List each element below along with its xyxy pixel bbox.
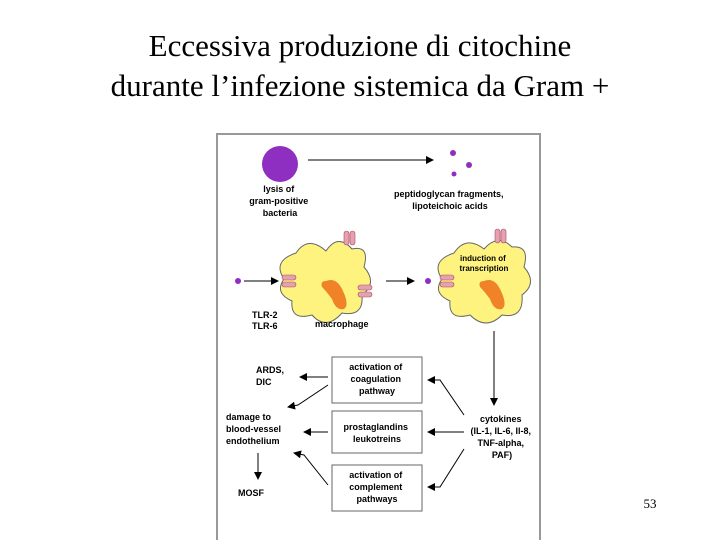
induction-label-2: transcription <box>460 264 509 273</box>
gram-positive-bacterium <box>262 146 298 182</box>
ligand-dot-bound <box>425 278 431 284</box>
cytokine-to-coagulation-arrow <box>427 376 465 416</box>
fragments-label-1: peptidoglycan fragments, <box>394 189 504 199</box>
svg-text:activation of coagulatio: activation of coagulation pathway <box>349 362 405 396</box>
damage-label-1: damage to <box>226 412 272 422</box>
mosf-label: MOSF <box>238 488 265 498</box>
coagulation-label-2: coagulation <box>350 374 401 384</box>
coagulation-label-1: activation of <box>349 362 403 372</box>
cytokines-label-4: PAF) <box>492 450 512 460</box>
coagulation-label-3: pathway <box>359 386 395 396</box>
macrophage-label: macrophage <box>315 319 369 329</box>
cytokines-label-3: TNF-alpha, <box>477 438 524 448</box>
svg-text:damage to blood-vessel: damage to blood-vessel endothelium <box>226 412 284 446</box>
coagulation-box <box>331 356 423 404</box>
svg-text:lysis of gram-positive: lysis of gram-positive bacteria <box>249 184 311 218</box>
fragments-label-2: lipoteichoic acids <box>412 201 488 211</box>
svg-text:cytokines (IL-1, IL-6, I: cytokines (IL-1, IL-6, Il-8, TNF-alpha, … <box>470 414 533 460</box>
lysis-label-1: lysis of <box>263 184 295 194</box>
svg-text:peptidoglycan fragments,: peptidoglycan fragments, lipoteichoic ac… <box>394 189 506 211</box>
svg-text:ARDS, DIC: ARDS, DIC <box>256 365 287 387</box>
slide-title: Eccessiva produzione di citochine durant… <box>0 26 720 106</box>
complement-to-damage-arrow <box>293 450 329 486</box>
tlr-label-2: TLR-6 <box>252 321 278 331</box>
svg-text:activation of complement: activation of complement pathways <box>349 470 405 504</box>
complement-label-1: activation of <box>349 470 403 480</box>
cytokines-label-2: (IL-1, IL-6, Il-8, <box>470 426 531 436</box>
prostaglandins-box <box>331 410 423 454</box>
macrophage-right <box>437 228 531 324</box>
svg-text:induction of transcripti: induction of transcription <box>460 254 509 273</box>
cytokine-diagram: lysis of gram-positive bacteria peptidog… <box>216 133 541 540</box>
svg-text:TLR-2 TLR-6: TLR-2 TLR-6 <box>252 310 280 331</box>
title-line-2: durante l’infezione sistemica da Gram + <box>110 68 610 103</box>
prostaglandins-label-2: leukotreins <box>353 434 401 444</box>
cytokines-label-1: cytokines <box>480 414 522 424</box>
complement-label-2: complement <box>349 482 402 492</box>
page-number: 53 <box>643 496 657 511</box>
damage-label-3: endothelium <box>226 436 280 446</box>
svg-text:prostaglandins leukotrei: prostaglandins leukotreins <box>343 422 410 444</box>
tlr-label-1: TLR-2 <box>252 310 278 320</box>
damage-label-2: blood-vessel <box>226 424 281 434</box>
complement-box <box>331 464 423 512</box>
cytokine-to-complement-arrow <box>427 448 465 491</box>
complement-label-3: pathways <box>356 494 397 504</box>
induction-label-1: induction of <box>460 254 506 263</box>
prostaglandins-label-1: prostaglandins <box>343 422 408 432</box>
ards-label-1: ARDS, <box>256 365 284 375</box>
lysis-label-2: gram-positive <box>249 196 308 206</box>
bacterial-fragments <box>450 150 472 177</box>
title-line-1: Eccessiva produzione di citochine <box>148 28 572 63</box>
lysis-label-3: bacteria <box>263 208 299 218</box>
coagulation-to-damage-arrow <box>287 384 329 410</box>
ards-label-2: DIC <box>256 377 272 387</box>
macrophage-left <box>279 230 373 323</box>
ligand-dot <box>235 278 241 284</box>
